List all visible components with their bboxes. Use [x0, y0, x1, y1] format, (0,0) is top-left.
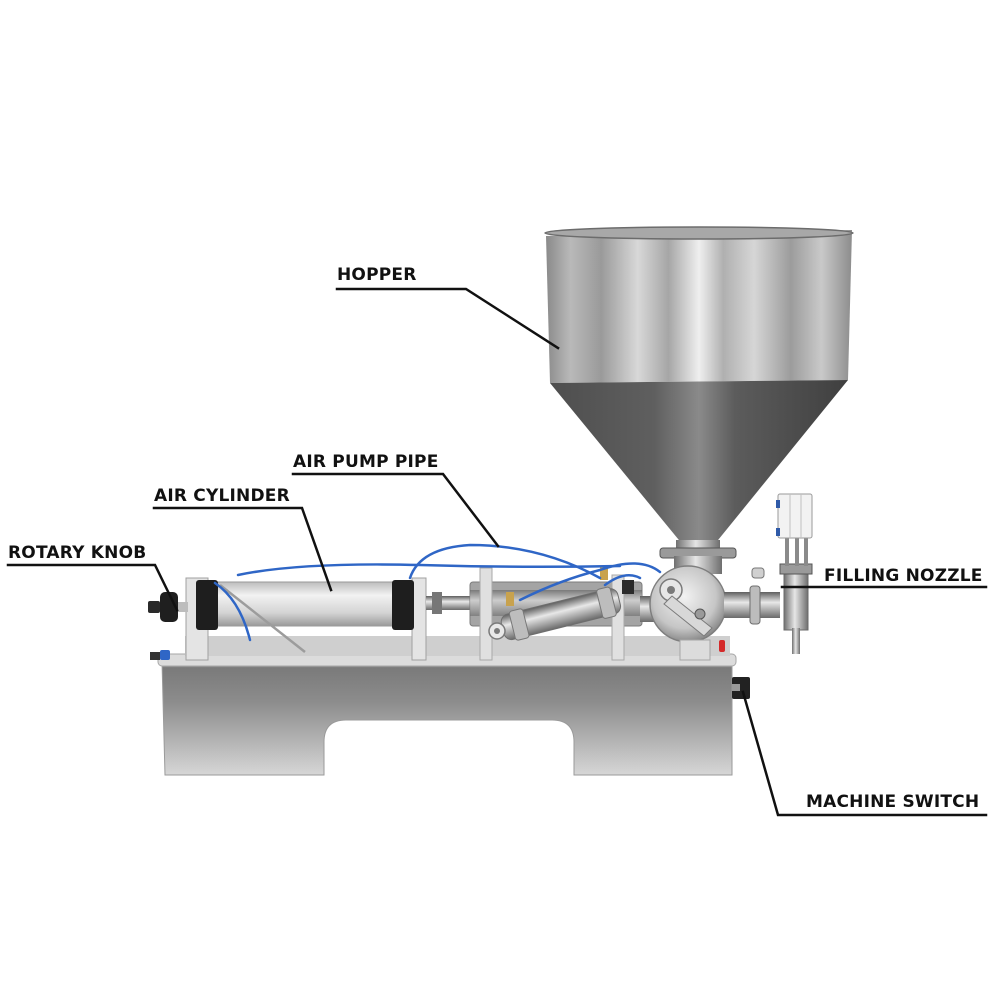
label-air-cylinder: AIR CYLINDER — [154, 486, 290, 506]
air-inlet-fitting — [150, 650, 170, 660]
label-hopper: HOPPER — [337, 265, 417, 285]
rotary-knob-leader — [6, 563, 179, 612]
air-cylinder-leader — [152, 506, 333, 592]
filling-nozzle — [724, 493, 813, 654]
rotary-knob — [148, 592, 188, 622]
air-pump-pipe-leader — [291, 472, 500, 548]
label-air-pump-pipe: AIR PUMP PIPE — [293, 452, 439, 472]
hopper-leader — [335, 287, 560, 350]
warning-marker — [719, 640, 725, 652]
rotary-valve — [640, 565, 727, 661]
leader-lines — [6, 287, 988, 817]
piston-pump-assembly — [426, 566, 643, 661]
label-rotary-knob: ROTARY KNOB — [8, 543, 147, 563]
hopper — [544, 226, 854, 574]
machine-base — [157, 636, 737, 776]
air-pump-pipe — [213, 543, 662, 642]
label-machine-switch: MACHINE SWITCH — [806, 792, 980, 812]
machine-switch — [732, 677, 750, 699]
machine-switch-leader — [741, 690, 988, 817]
label-filling-nozzle: FILLING NOZZLE — [824, 566, 983, 586]
